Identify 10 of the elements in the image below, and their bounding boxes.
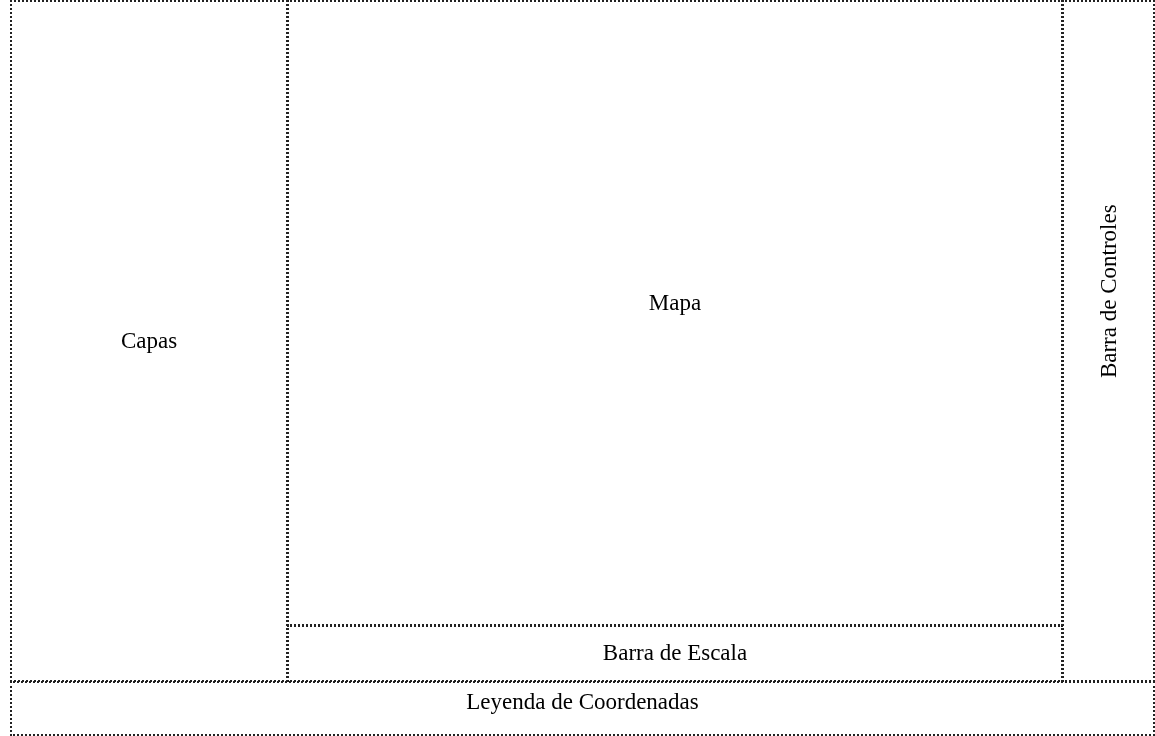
side-panel xyxy=(1062,0,1155,682)
region-label: Capas xyxy=(120,326,178,355)
region-label: Mapa xyxy=(648,288,702,317)
region-label: Barra de Escala xyxy=(602,639,748,668)
region-label: Leyenda de Coordenadas xyxy=(466,688,699,717)
layout-region xyxy=(10,681,1155,736)
layout-region xyxy=(287,0,1063,626)
layout-region xyxy=(287,625,1063,682)
region-label: Barra de Controles xyxy=(1094,204,1122,378)
layout-region xyxy=(10,0,288,682)
